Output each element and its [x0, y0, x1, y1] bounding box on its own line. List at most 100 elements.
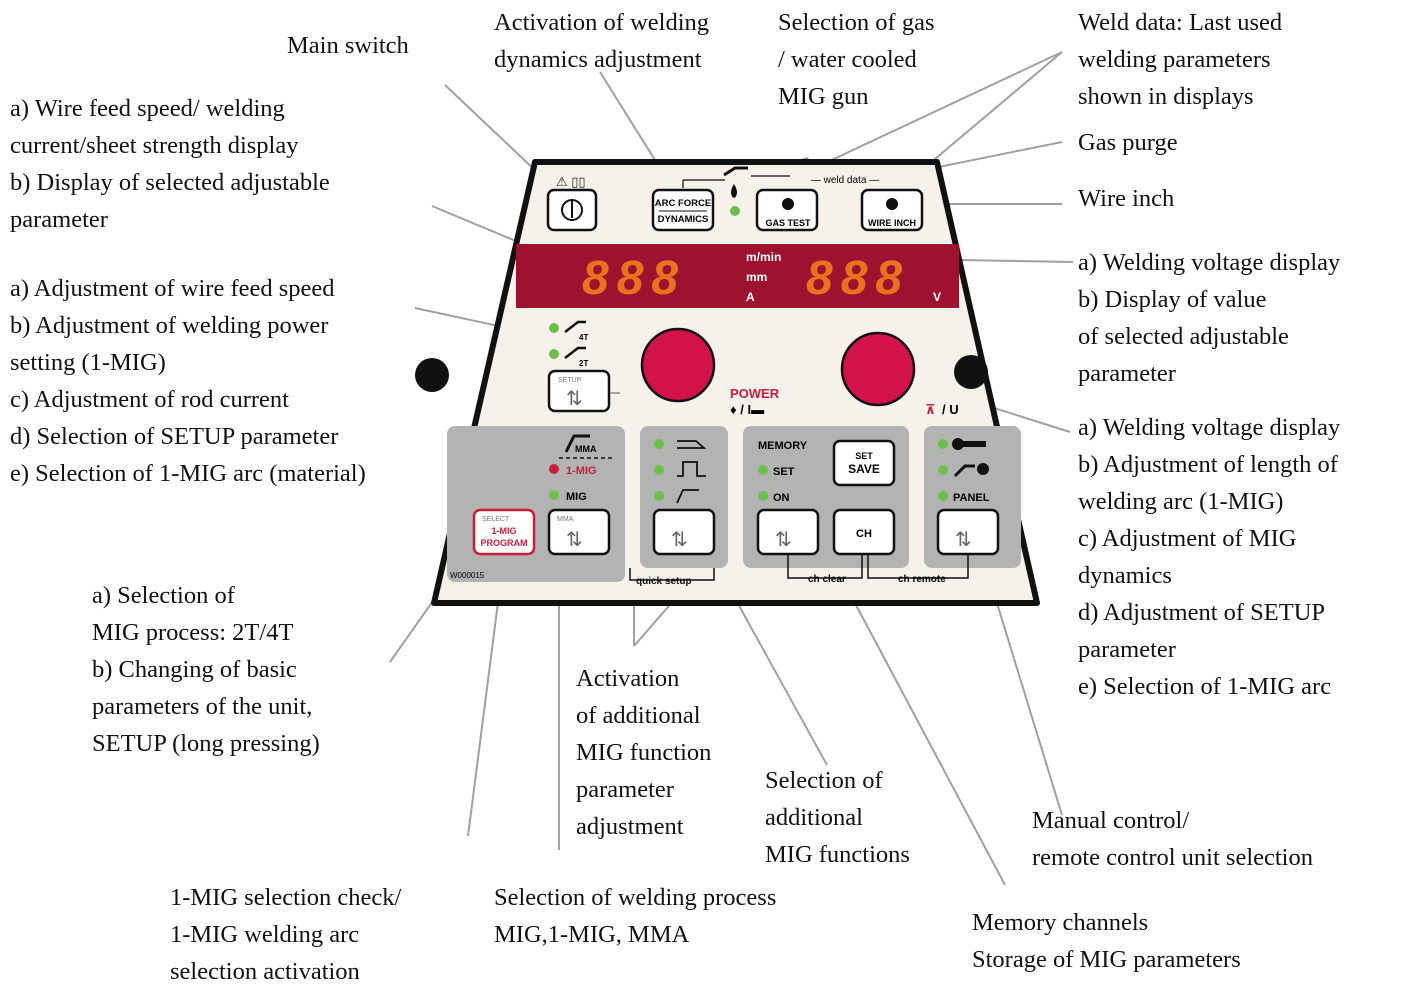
- gas-test-label: GAS TEST: [765, 218, 811, 228]
- mount-hole-left: [415, 358, 449, 392]
- label-line: Activation: [576, 665, 680, 692]
- quick-setup-label: quick setup: [636, 576, 692, 587]
- set-save-label-1: SET: [855, 451, 873, 461]
- panel-label: PANEL: [953, 492, 990, 504]
- label-line: adjustment: [576, 813, 684, 840]
- mma-label: MMA: [575, 444, 597, 454]
- label-line: e) Selection of 1-MIG arc (material): [10, 460, 366, 487]
- label-left-display: a) Wire feed speed/ welding current/shee…: [10, 90, 330, 238]
- torch-2t-icon: [564, 346, 586, 359]
- led-1mig: [549, 464, 559, 474]
- label-line: parameter: [10, 206, 108, 233]
- label-right-knob: a) Welding voltage display b) Adjustment…: [1078, 409, 1340, 705]
- label-line: Storage of MIG parameters: [972, 946, 1241, 973]
- power-icons: ♦ / I▬: [730, 402, 764, 417]
- led-panel: [938, 491, 948, 501]
- label-line: Manual control/: [1032, 807, 1190, 834]
- leader-weld-data-2: [788, 51, 1063, 181]
- label-line: b) Display of value: [1078, 286, 1267, 313]
- label-line: MIG gun: [778, 83, 869, 110]
- memory-label: MEMORY: [758, 440, 808, 452]
- wire-spool-icon: [886, 198, 898, 210]
- func-2-icon: [677, 461, 706, 477]
- label-line: dynamics: [1078, 562, 1172, 589]
- label-line: shown in displays: [1078, 83, 1254, 110]
- select-program-button[interactable]: [472, 508, 536, 556]
- label-line: remote control unit selection: [1032, 844, 1313, 871]
- led-mig: [549, 490, 559, 500]
- label-gas-purge: Gas purge: [1078, 124, 1178, 161]
- label-line: parameters of the unit,: [92, 693, 313, 720]
- label-line: parameter: [1078, 360, 1176, 387]
- label-line: selection activation: [170, 958, 360, 985]
- label-line: Gas purge: [1078, 129, 1178, 156]
- label-line: SETUP (long pressing): [92, 730, 320, 757]
- func-1-icon: [677, 440, 707, 449]
- mma-small-label: MMA: [557, 516, 574, 523]
- label-line: setting (1-MIG): [10, 349, 166, 376]
- arc-force-button[interactable]: [651, 188, 715, 232]
- label-gas-water: Selection of gas / water cooled MIG gun: [778, 4, 935, 115]
- led-2t: [549, 349, 559, 359]
- led-func-1: [654, 439, 664, 449]
- label-one-mig-check: 1-MIG selection check/ 1-MIG welding arc…: [170, 879, 401, 990]
- unit-m-min: m/min: [746, 250, 781, 264]
- ch-remote-bracket: [867, 554, 969, 579]
- label-additional-selection: Selection of additional MIG functions: [765, 762, 910, 873]
- label-line: a) Adjustment of wire feed speed: [10, 275, 335, 302]
- left-knob[interactable]: [640, 327, 716, 403]
- functions-button[interactable]: [652, 508, 716, 556]
- label-line: current/sheet strength display: [10, 132, 299, 159]
- ch-label: CH: [856, 528, 872, 540]
- label-line: dynamics adjustment: [494, 46, 702, 73]
- ch-clear-label: ch clear: [808, 574, 846, 585]
- label-line: Selection of welding process: [494, 884, 777, 911]
- label-line: of additional: [576, 702, 701, 729]
- label-line: Activation of welding: [494, 9, 710, 36]
- label-2t: 2T: [579, 359, 588, 368]
- display-right-digits: 888: [806, 252, 910, 305]
- on-label: ON: [773, 492, 790, 504]
- label-line: parameter: [576, 776, 674, 803]
- label-line: Selection of gas: [778, 9, 935, 36]
- led-remote-2: [938, 465, 948, 475]
- gas-test-button[interactable]: [755, 188, 819, 232]
- dynamics-label: DYNAMICS: [658, 214, 709, 225]
- label-line: 1-MIG welding arc: [170, 921, 360, 948]
- process-button[interactable]: [547, 508, 611, 556]
- ch-button[interactable]: [832, 508, 896, 556]
- label-line: MIG process: 2T/4T: [92, 619, 294, 646]
- label-line: Selection of: [765, 767, 883, 794]
- arc-length-icon: ⊼: [925, 402, 936, 417]
- led-set: [758, 465, 768, 475]
- label-line: b) Adjustment of welding power: [10, 312, 329, 339]
- arrow-updown-icon: ⇅: [566, 388, 583, 410]
- setup-small-label: SETUP: [558, 377, 582, 384]
- leader-memory: [839, 574, 1006, 886]
- setup-button[interactable]: [547, 369, 611, 413]
- label-line: 1-MIG selection check/: [170, 884, 402, 911]
- label-main-switch: Main switch: [287, 27, 409, 64]
- label-line: parameter: [1078, 636, 1176, 663]
- process-group: [447, 426, 625, 582]
- label-line: welding parameters: [1078, 46, 1271, 73]
- led-func-3: [654, 491, 664, 501]
- wire-inch-label: WIRE INCH: [868, 218, 916, 228]
- led-func-2: [654, 465, 664, 475]
- power-label: POWER: [730, 386, 780, 401]
- right-knob[interactable]: [840, 331, 916, 407]
- mma-electrode-icon: [564, 434, 590, 453]
- display-strip: [516, 244, 959, 308]
- led-on: [758, 491, 768, 501]
- unit-mm: mm: [746, 270, 767, 284]
- label-activation-dynamics: Activation of welding dynamics adjustmen…: [494, 4, 709, 78]
- label-line: b) Display of selected adjustable: [10, 169, 330, 196]
- arc-force-label: ARC FORCE: [655, 198, 711, 209]
- gun-icon: [723, 166, 748, 177]
- set-save-button[interactable]: [832, 439, 896, 487]
- memory-arrow-icon: ⇅: [775, 529, 792, 551]
- label-right-display: a) Welding voltage display b) Display of…: [1078, 244, 1340, 392]
- power-symbol-icon: [561, 199, 583, 221]
- label-line: Weld data: Last used: [1078, 9, 1283, 36]
